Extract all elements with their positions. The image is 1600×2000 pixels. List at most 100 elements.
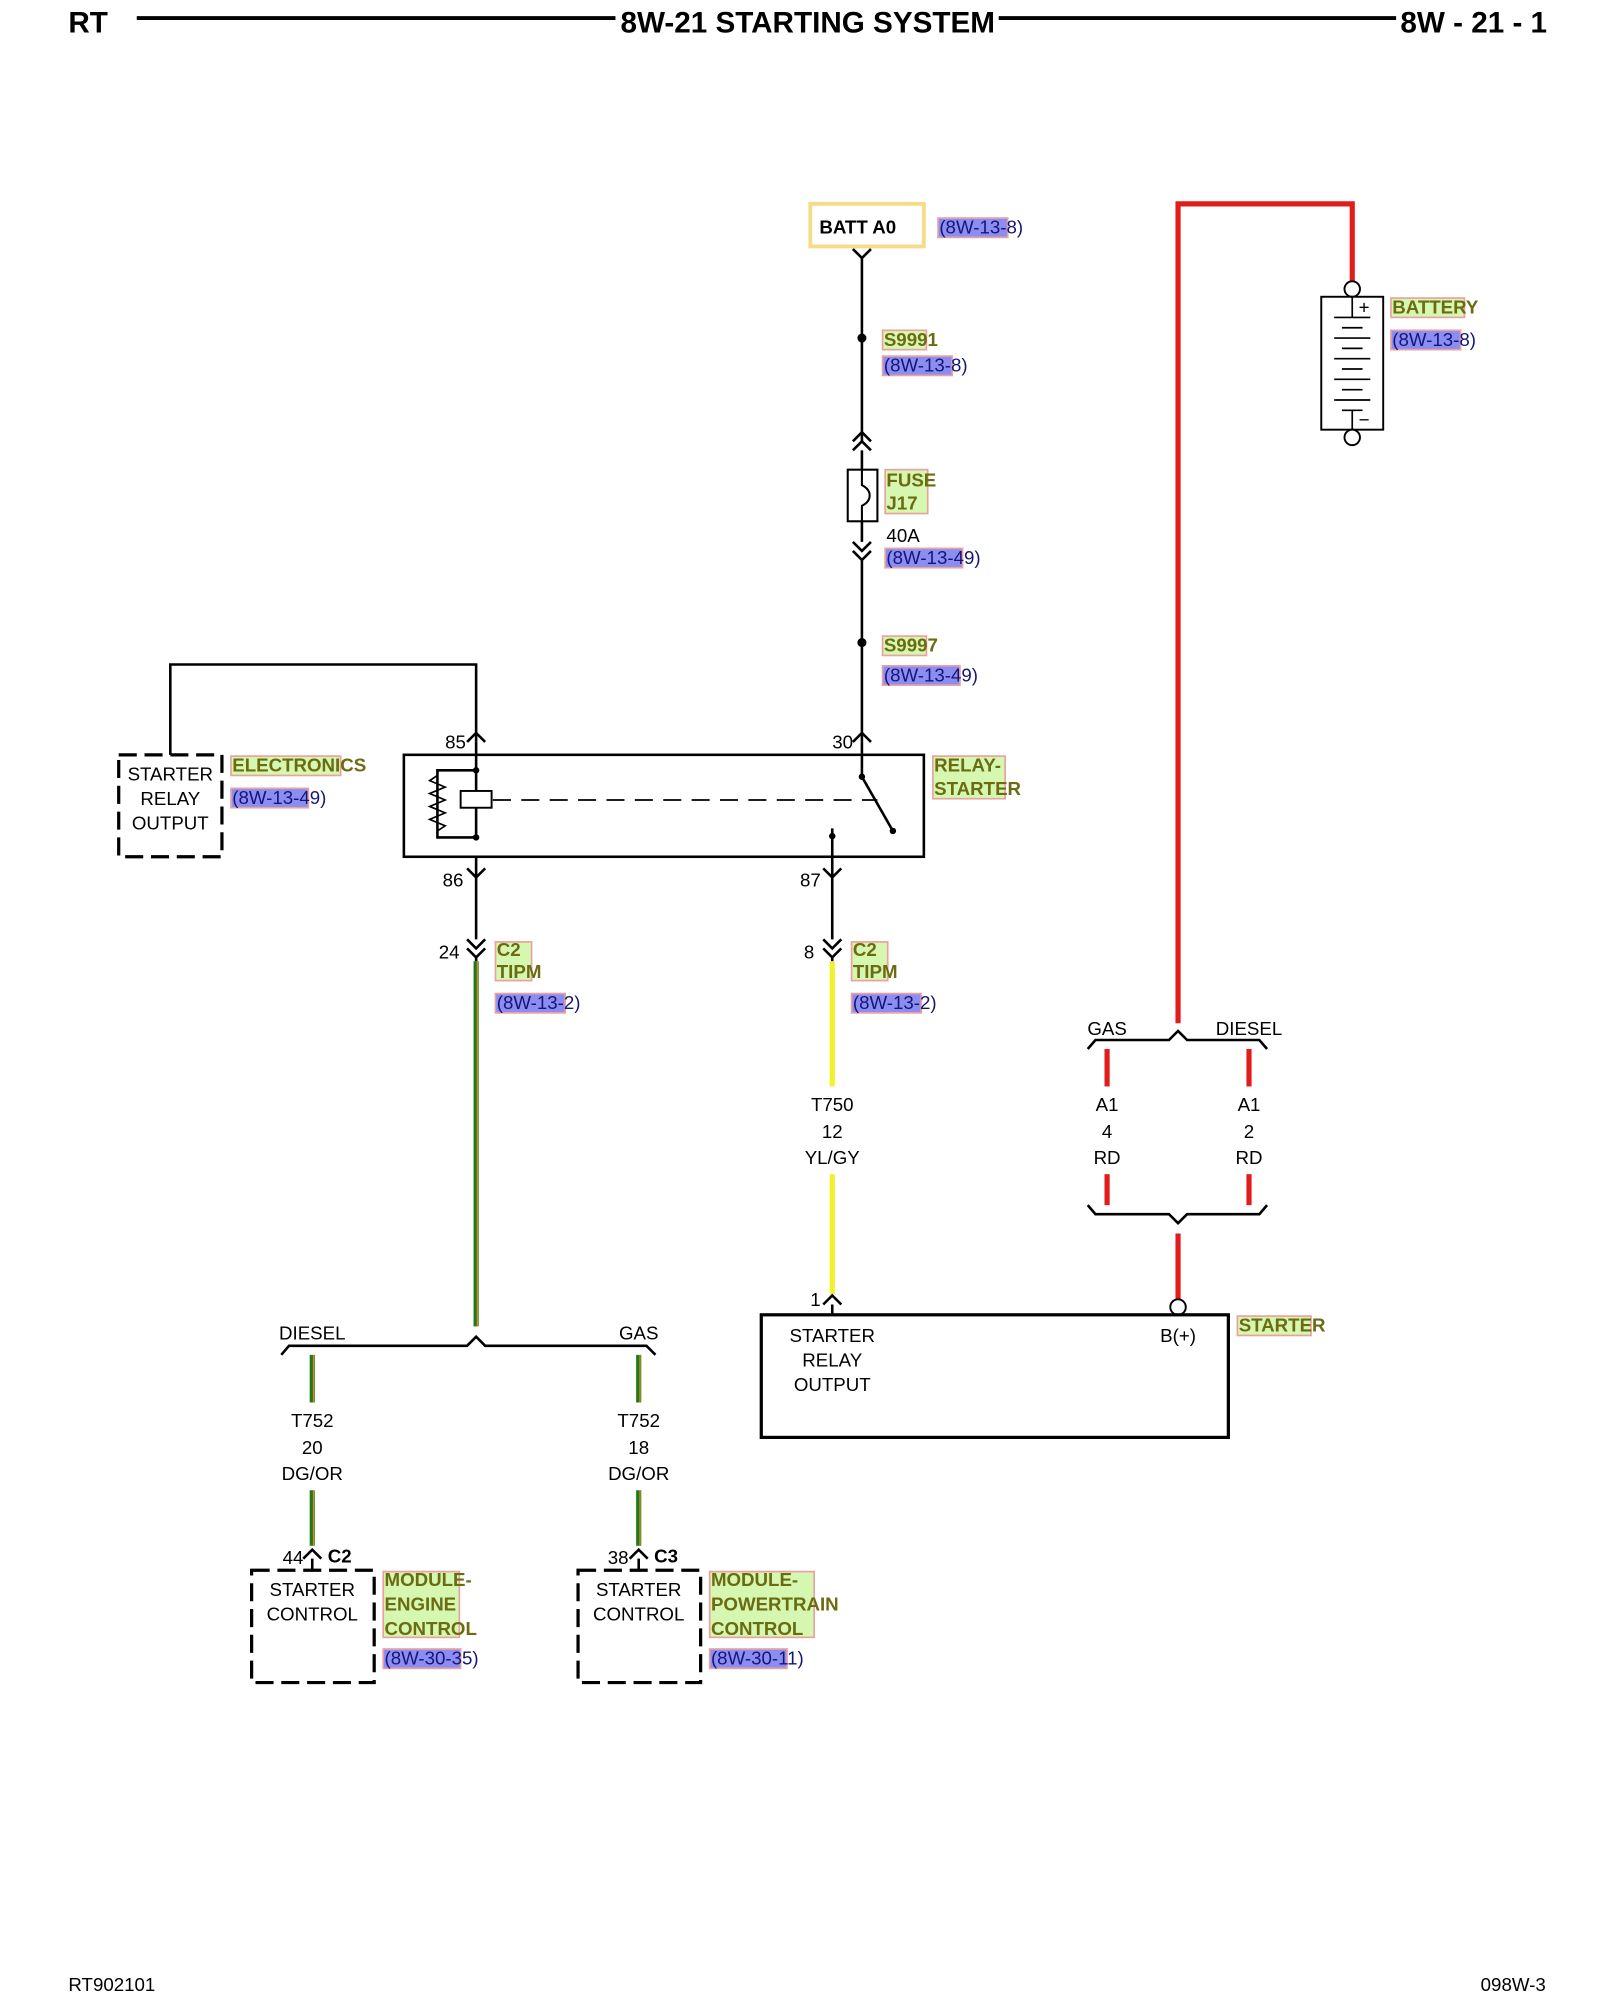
pcm-pin: 38 (608, 1547, 629, 1568)
splice-s9997: S9997 (884, 635, 938, 656)
battery-positive-terminal (1343, 280, 1361, 298)
tipm-right-pin: 8 (804, 942, 814, 963)
pcm-name-1: MODULE- (711, 1569, 798, 1590)
starter-b-plus-terminal (1169, 1298, 1187, 1316)
fuse-rating: 40A (886, 525, 920, 546)
starter-line-3: OUTPUT (794, 1374, 871, 1395)
relay-pin-30-label: 30 (832, 731, 853, 752)
splice-s9991-dot (857, 333, 867, 343)
wire-a1-gas-gauge: 4 (1102, 1121, 1112, 1142)
relay-pin-85 (466, 731, 487, 743)
relay-pin-87-label: 87 (800, 869, 821, 890)
wire-a1-diesel-gauge: 2 (1244, 1121, 1254, 1142)
wire-t752-gas-color: DG/OR (608, 1463, 669, 1484)
relay-box (402, 753, 926, 859)
wire-t752-diesel-gauge: 20 (302, 1437, 323, 1458)
relay-pin-86 (466, 856, 487, 940)
page-number: 8W - 21 - 1 (1400, 6, 1547, 39)
ecm-name-1: MODULE- (385, 1569, 472, 1590)
starter-name: STARTER (1239, 1315, 1326, 1336)
ecm-name-2: ENGINE (385, 1593, 457, 1614)
fuse-top-chevrons (851, 430, 872, 470)
tipm-left-name-2: TIPM (497, 961, 542, 982)
fuse-element (860, 469, 871, 522)
tipm-left-name-1: C2 (497, 939, 521, 960)
tipm-right-ref: (8W-13-2) (853, 992, 937, 1013)
join-right-bracket (1086, 1204, 1269, 1226)
relay-85-feed-wire (169, 663, 478, 755)
split-right-gas: GAS (1087, 1018, 1126, 1039)
pcm-box (576, 1568, 703, 1685)
ecm-name-3: CONTROL (385, 1618, 477, 1639)
starter-pin-1: 1 (810, 1289, 820, 1310)
relay-switch (860, 754, 895, 832)
pcm-line-2: CONTROL (593, 1604, 684, 1625)
relay-pin-30 (851, 731, 872, 743)
batt-a0-ref: (8W-13-8) (939, 217, 1023, 238)
page-title: 8W-21 STARTING SYSTEM (620, 6, 995, 39)
wire-t750-circuit: T750 (811, 1094, 854, 1115)
ecm-pin: 44 (283, 1547, 304, 1568)
battery-negative-terminal (1343, 428, 1361, 447)
splice-s9997-dot (857, 638, 867, 648)
pcm-name-2: POWERTRAIN (711, 1593, 839, 1614)
relay-pin-85-label: 85 (445, 731, 466, 752)
ecm-connector (302, 1547, 323, 1571)
battery-cells (1334, 296, 1371, 430)
starter-box (759, 1313, 1230, 1440)
splice-s9997-ref: (8W-13-49) (884, 664, 978, 685)
tipm-right-connector (822, 938, 843, 962)
ecm-box (249, 1568, 376, 1685)
relay-coil-core (459, 789, 493, 809)
wire-a1-diesel-circuit: A1 (1238, 1094, 1261, 1115)
split-right-bracket (1086, 1029, 1269, 1050)
starter-line-1: STARTER (789, 1325, 875, 1346)
wire-t752-gas-gauge: 18 (628, 1437, 649, 1458)
tipm-left-pin: 24 (439, 942, 460, 963)
split-left-bracket (280, 1334, 657, 1356)
tipm-right-name-1: C2 (853, 939, 877, 960)
tipm-left-ref: (8W-13-2) (497, 992, 581, 1013)
electronics-line-1: STARTER (128, 764, 214, 785)
ecm-connector-label: C2 (328, 1546, 352, 1567)
ecm-line-1: STARTER (270, 1579, 356, 1600)
batt-a0-label: BATT A0 (819, 217, 896, 238)
header-left: RT (68, 6, 108, 39)
split-left-gas: GAS (619, 1322, 658, 1343)
starter-line-2: RELAY (802, 1349, 862, 1370)
pcm-ref: (8W-30-11) (711, 1647, 804, 1668)
wire-t752-diesel-circuit: T752 (291, 1410, 334, 1431)
ecm-line-2: CONTROL (267, 1604, 358, 1625)
pcm-line-1: STARTER (596, 1579, 682, 1600)
batt-a0-box (808, 201, 926, 249)
fuse-name-2: J17 (886, 493, 917, 514)
pcm-connector (628, 1547, 649, 1571)
pcm-name-3: CONTROL (711, 1618, 803, 1639)
electronics-ref: (8W-13-49) (232, 787, 326, 808)
tipm-left-connector (466, 938, 487, 962)
starter-pin-1-connector (822, 1293, 843, 1315)
wire-t752-gas-circuit: T752 (617, 1410, 660, 1431)
relay-coil-spring (427, 774, 448, 832)
splice-s9991: S9991 (884, 329, 938, 350)
fuse-ref: (8W-13-49) (886, 547, 980, 568)
relay-pin-86-label: 86 (443, 869, 464, 890)
tipm-right-name-2: TIPM (853, 961, 898, 982)
electronics-line-3: OUTPUT (132, 813, 209, 834)
splice-s9991-ref: (8W-13-8) (884, 355, 968, 376)
split-right-diesel: DIESEL (1216, 1018, 1282, 1039)
split-left-diesel: DIESEL (279, 1322, 345, 1343)
electronics-line-2: RELAY (140, 788, 200, 809)
wire-t750-color: YL/GY (805, 1147, 861, 1168)
ecm-ref: (8W-30-35) (385, 1647, 479, 1668)
feed-wire-top (851, 248, 872, 442)
relay-pin-87 (822, 856, 843, 940)
electronics-name: ELECTRONICS (232, 755, 366, 776)
pcm-connector-label: C3 (654, 1546, 678, 1567)
relay-name-1: RELAY- (934, 755, 1001, 776)
relay-name-2: STARTER (934, 778, 1021, 799)
wire-a1-gas-color: RD (1094, 1147, 1121, 1168)
wire-a1-diesel-color: RD (1236, 1147, 1263, 1168)
wire-a1-gas-circuit: A1 (1096, 1094, 1119, 1115)
